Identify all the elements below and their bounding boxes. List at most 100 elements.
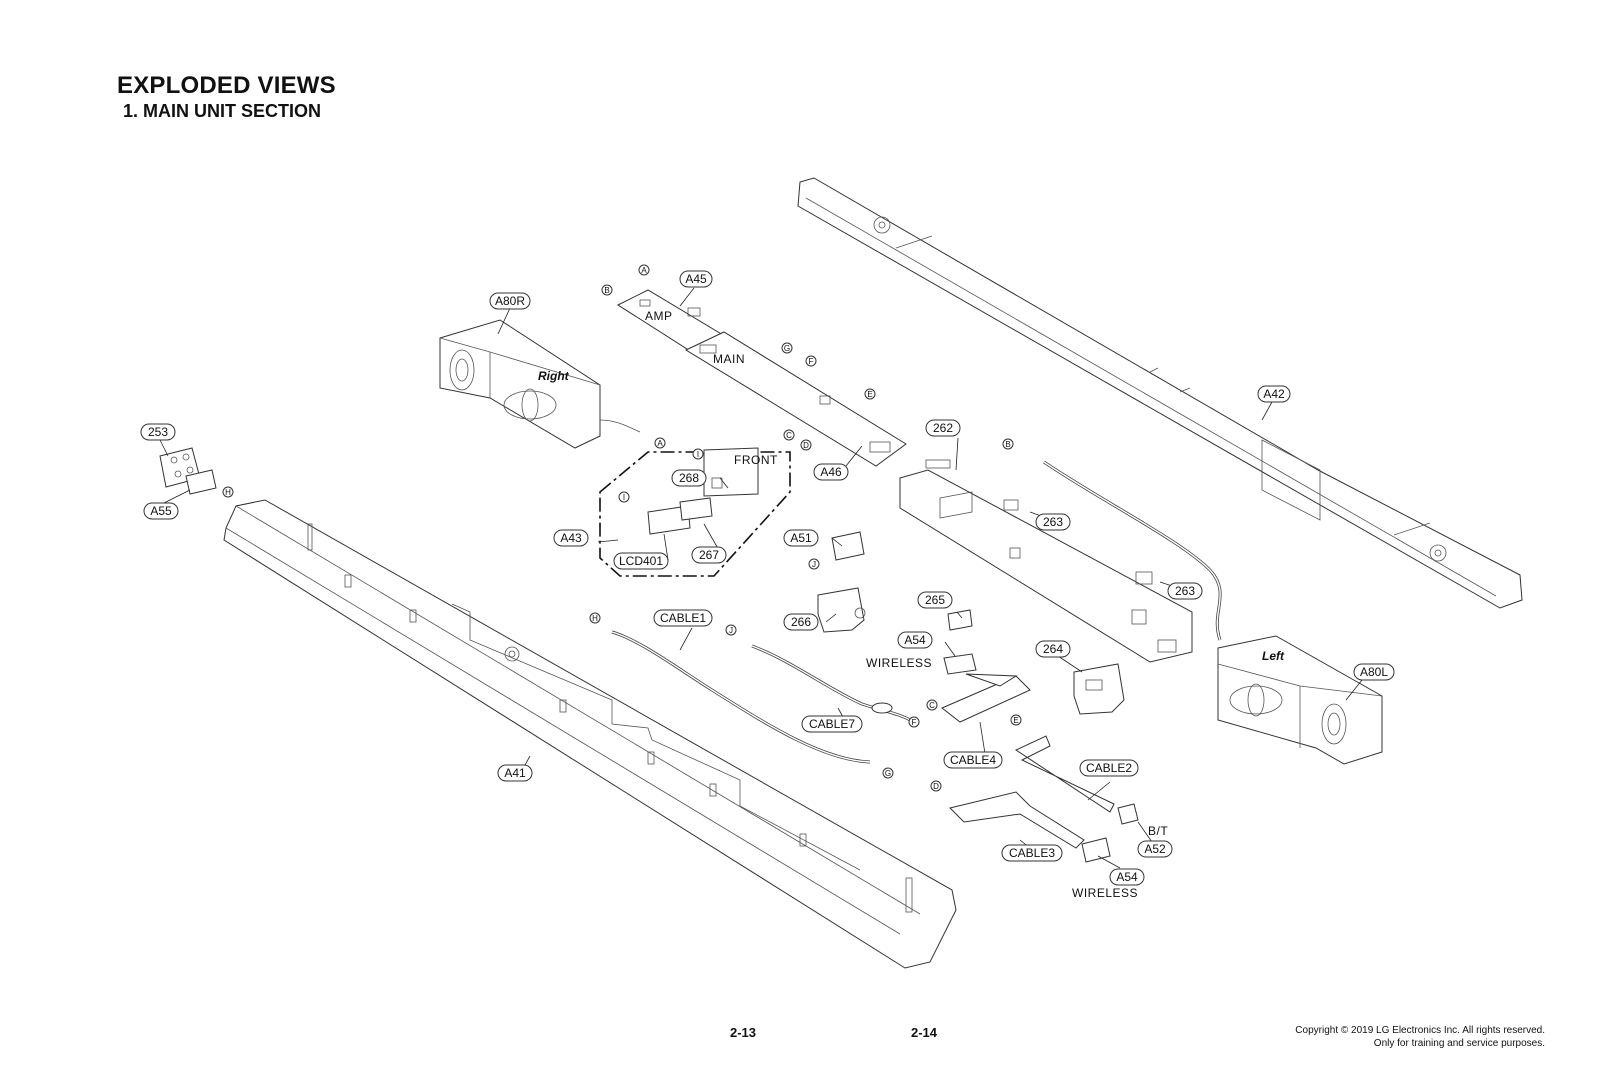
connector-g-main: G bbox=[781, 342, 793, 354]
svg-text:D: D bbox=[933, 782, 939, 791]
speaker-right-text: Right bbox=[538, 369, 570, 383]
svg-text:A: A bbox=[657, 439, 663, 448]
callout-253: 253 bbox=[140, 423, 176, 441]
callout-a45: A45 bbox=[679, 270, 713, 288]
svg-text:J: J bbox=[812, 560, 816, 569]
svg-text:A42: A42 bbox=[1263, 387, 1285, 401]
copyright-notice: Copyright © 2019 LG Electronics Inc. All… bbox=[1295, 1024, 1545, 1050]
callout-lcd401: LCD401 bbox=[613, 552, 669, 570]
connector-h-key: H bbox=[222, 486, 234, 498]
module-265 bbox=[947, 609, 973, 631]
connector-d-main: D bbox=[800, 439, 812, 451]
svg-text:263: 263 bbox=[1175, 584, 1195, 598]
svg-text:A46: A46 bbox=[820, 465, 842, 479]
cable4 bbox=[941, 673, 1031, 723]
connector-j-a51: J bbox=[808, 558, 820, 570]
callout-a80r: A80R bbox=[489, 292, 531, 310]
chassis-plate-a42 bbox=[797, 177, 1523, 609]
connector-e-main: E bbox=[864, 388, 876, 400]
callout-cable1: CABLE1 bbox=[653, 609, 713, 627]
svg-text:A43: A43 bbox=[560, 531, 582, 545]
callout-a41: A41 bbox=[497, 764, 533, 782]
page-title: EXPLODED VIEWS bbox=[117, 72, 336, 99]
svg-text:C: C bbox=[929, 701, 935, 710]
callout-268: 268 bbox=[671, 469, 707, 487]
callout-a52: A52 bbox=[1137, 840, 1173, 858]
connector-d-cable3: D bbox=[930, 780, 942, 792]
svg-text:267: 267 bbox=[699, 548, 719, 562]
svg-text:A41: A41 bbox=[504, 766, 526, 780]
svg-text:A54: A54 bbox=[1116, 870, 1138, 884]
speaker-wire bbox=[1043, 460, 1222, 641]
svg-text:C: C bbox=[786, 431, 792, 440]
svg-text:CABLE4: CABLE4 bbox=[950, 753, 996, 767]
callout-264: 264 bbox=[1035, 640, 1071, 658]
svg-text:266: 266 bbox=[791, 615, 811, 629]
svg-text:F: F bbox=[809, 357, 814, 366]
svg-text:G: G bbox=[885, 769, 891, 778]
svg-text:I: I bbox=[623, 493, 625, 502]
svg-text:A52: A52 bbox=[1144, 842, 1166, 856]
connector-h-cable1: H bbox=[589, 612, 601, 624]
label-amp: AMP bbox=[645, 309, 673, 323]
callout-a54-lower: A54 bbox=[1109, 868, 1145, 886]
module-266 bbox=[817, 587, 866, 633]
label-bt: B/T bbox=[1148, 824, 1168, 838]
module-a51 bbox=[831, 531, 865, 561]
svg-text:I: I bbox=[697, 450, 699, 459]
svg-text:265: 265 bbox=[925, 593, 945, 607]
key-pcb-a55 bbox=[185, 469, 217, 495]
callout-a55: A55 bbox=[143, 502, 179, 520]
callout-cable7: CABLE7 bbox=[801, 715, 863, 733]
callout-265: 265 bbox=[917, 591, 953, 609]
callout-267: 267 bbox=[691, 546, 727, 564]
connector-c-main: C bbox=[783, 429, 795, 441]
copyright-line-2: Only for training and service purposes. bbox=[1373, 1038, 1545, 1049]
callout-262: 262 bbox=[925, 419, 961, 437]
svg-text:B: B bbox=[604, 286, 609, 295]
front-assembly-a43 bbox=[599, 447, 791, 577]
svg-text:CABLE7: CABLE7 bbox=[809, 717, 855, 731]
connector-a-speaker: A bbox=[654, 437, 666, 449]
svg-text:H: H bbox=[225, 488, 231, 497]
svg-text:A54: A54 bbox=[904, 633, 926, 647]
part-callouts: A80R A45 A42 253 A55 262 263 263 A46 268… bbox=[140, 270, 1395, 886]
wireless-module-a54-lower bbox=[1081, 837, 1111, 863]
copyright-line-1: Copyright © 2019 LG Electronics Inc. All… bbox=[1295, 1025, 1545, 1036]
cable1 bbox=[611, 630, 871, 764]
callout-a54-upper: A54 bbox=[897, 631, 933, 649]
svg-text:A80R: A80R bbox=[495, 294, 525, 308]
svg-text:A: A bbox=[641, 266, 647, 275]
svg-text:A45: A45 bbox=[685, 272, 707, 286]
page-number-left: 2-13 bbox=[730, 1025, 757, 1040]
svg-text:D: D bbox=[803, 441, 809, 450]
connector-i-lcd: I bbox=[618, 491, 630, 503]
svg-text:268: 268 bbox=[679, 471, 699, 485]
right-speaker-a80r: Right bbox=[439, 319, 641, 449]
connector-j-cable7: J bbox=[725, 624, 737, 636]
callout-cable3: CABLE3 bbox=[1001, 844, 1063, 862]
svg-text:264: 264 bbox=[1043, 642, 1063, 656]
svg-text:H: H bbox=[592, 614, 598, 623]
connector-e-cable2: E bbox=[1010, 714, 1022, 726]
svg-text:CABLE2: CABLE2 bbox=[1086, 761, 1132, 775]
svg-text:B: B bbox=[1005, 440, 1010, 449]
callout-cable2: CABLE2 bbox=[1079, 759, 1139, 777]
connector-c-cable4: C bbox=[926, 699, 938, 711]
svg-text:A51: A51 bbox=[790, 531, 812, 545]
callout-a51: A51 bbox=[783, 529, 819, 547]
svg-text:LCD401: LCD401 bbox=[619, 554, 663, 568]
svg-text:CABLE3: CABLE3 bbox=[1009, 846, 1055, 860]
svg-text:262: 262 bbox=[933, 421, 953, 435]
connector-i-front: I bbox=[692, 448, 704, 460]
label-wireless-lower: WIRELESS bbox=[1072, 886, 1138, 900]
svg-text:A80L: A80L bbox=[1360, 665, 1388, 679]
callout-cable4: CABLE4 bbox=[943, 751, 1003, 769]
plain-labels: AMP MAIN FRONT WIRELESS WIRELESS bbox=[645, 309, 1138, 900]
page-subtitle: 1. MAIN UNIT SECTION bbox=[123, 101, 322, 121]
left-speaker-a80l: Left bbox=[1217, 635, 1383, 765]
svg-text:J: J bbox=[729, 626, 733, 635]
page-number-right: 2-14 bbox=[911, 1025, 938, 1040]
callout-266: 266 bbox=[783, 613, 819, 631]
